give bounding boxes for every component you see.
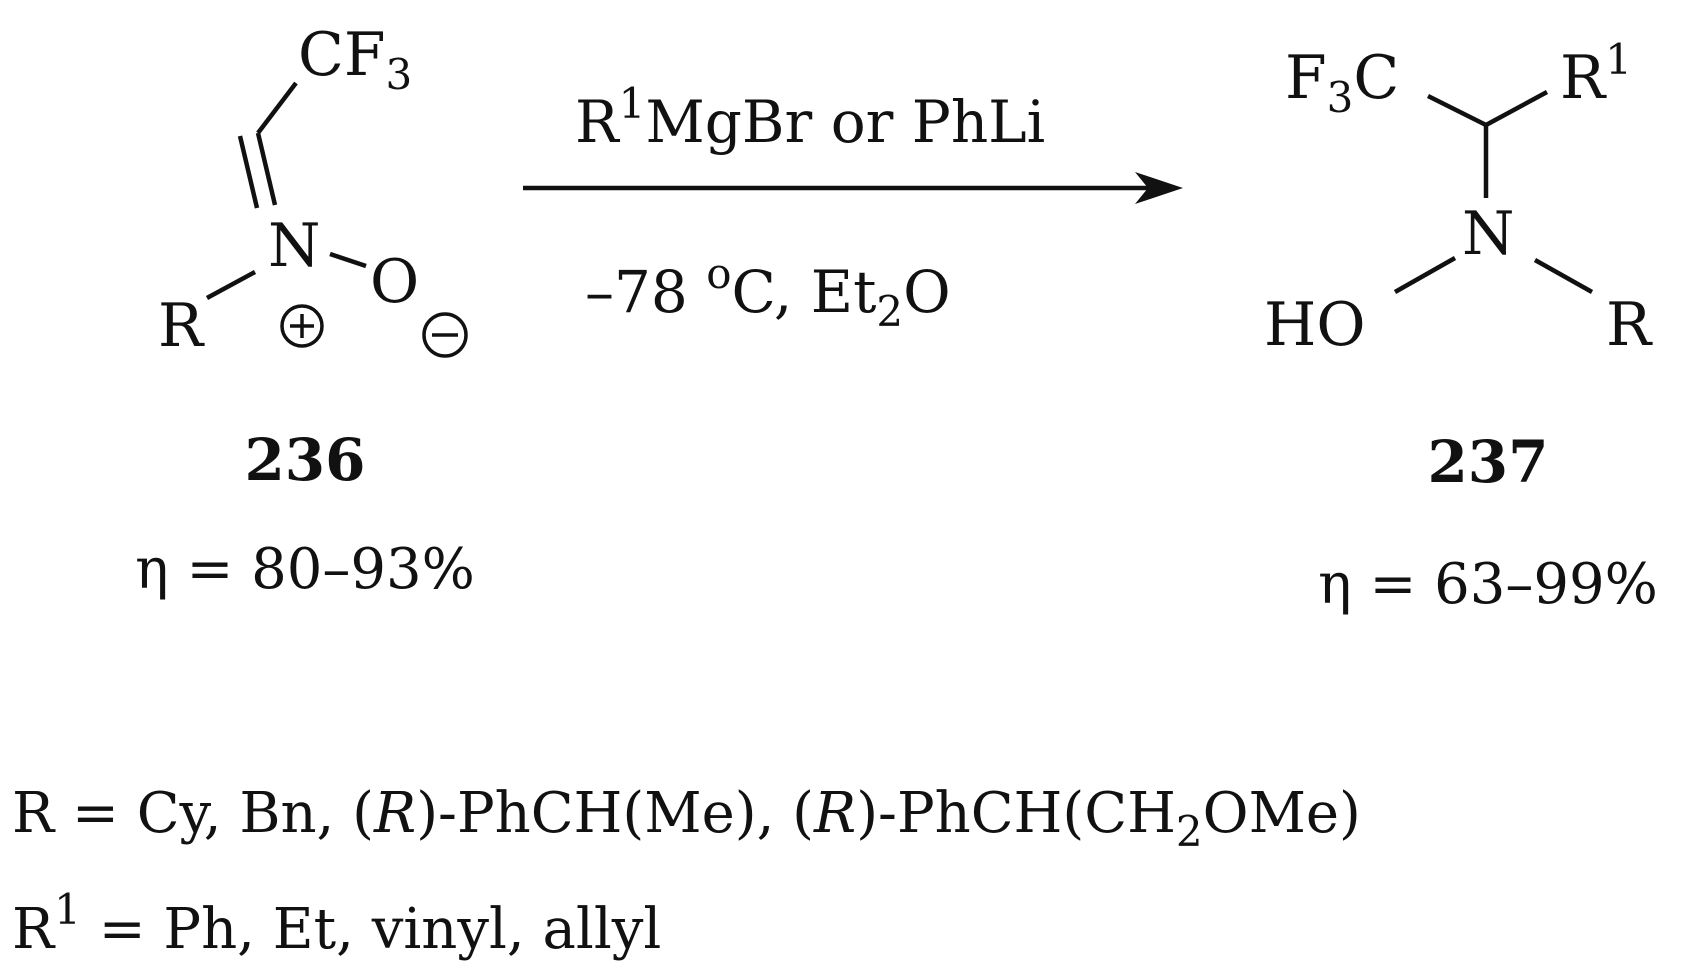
reaction-arrow-group: R1MgBr or PhLi –78 oC, Et2O [523,79,1183,336]
bond-n-o [329,251,367,269]
bond-cf3-ch [256,81,298,135]
nitrogen-atom: N [1462,199,1515,269]
cf3-group: CF3 [298,20,412,99]
reagents-text: R1MgBr or PhLi [575,79,1045,156]
conditions-text: –78 oC, Et2O [585,249,951,336]
substituent-definitions: R = Cy, Bn, (R)-PhCH(Me), (R)-PhCH(CH2OM… [12,781,1361,962]
product-yield: η = 63–99% [1318,552,1658,617]
bond-ch-r1 [1484,90,1549,127]
arrow-head-icon [1135,172,1183,204]
product-label: 237 [1427,428,1548,496]
bond-n-oh [1393,256,1457,294]
bond-c-n-double-b [237,135,260,209]
nitrogen-atom: N [268,211,321,281]
bond-cf3-ch [1426,93,1488,128]
negative-charge-icon [422,312,468,358]
hydroxyl-group: HO [1264,290,1366,360]
reactant-yield: η = 80–93% [135,537,475,602]
positive-charge-icon [280,304,324,348]
reactant-label: 236 [244,426,365,494]
r-group: R [1606,290,1653,360]
reactant-236: CF3 N O R 236 η = 80–93% [135,20,475,602]
r-group: R [158,291,205,361]
bond-n-r [1533,258,1594,294]
r1-group: R1 [1560,35,1632,113]
bond-c-n-double-a [255,132,278,206]
product-237: F3C R1 N HO R 237 η = 63–99% [1264,35,1658,617]
bond-r-n [205,270,257,300]
r-definition: R = Cy, Bn, (R)-PhCH(Me), (R)-PhCH(CH2OM… [12,781,1361,856]
r1-definition: R1 = Ph, Et, vinyl, allyl [12,885,661,962]
oxygen-atom: O [370,247,419,317]
cf3-group: F3C [1285,43,1399,122]
